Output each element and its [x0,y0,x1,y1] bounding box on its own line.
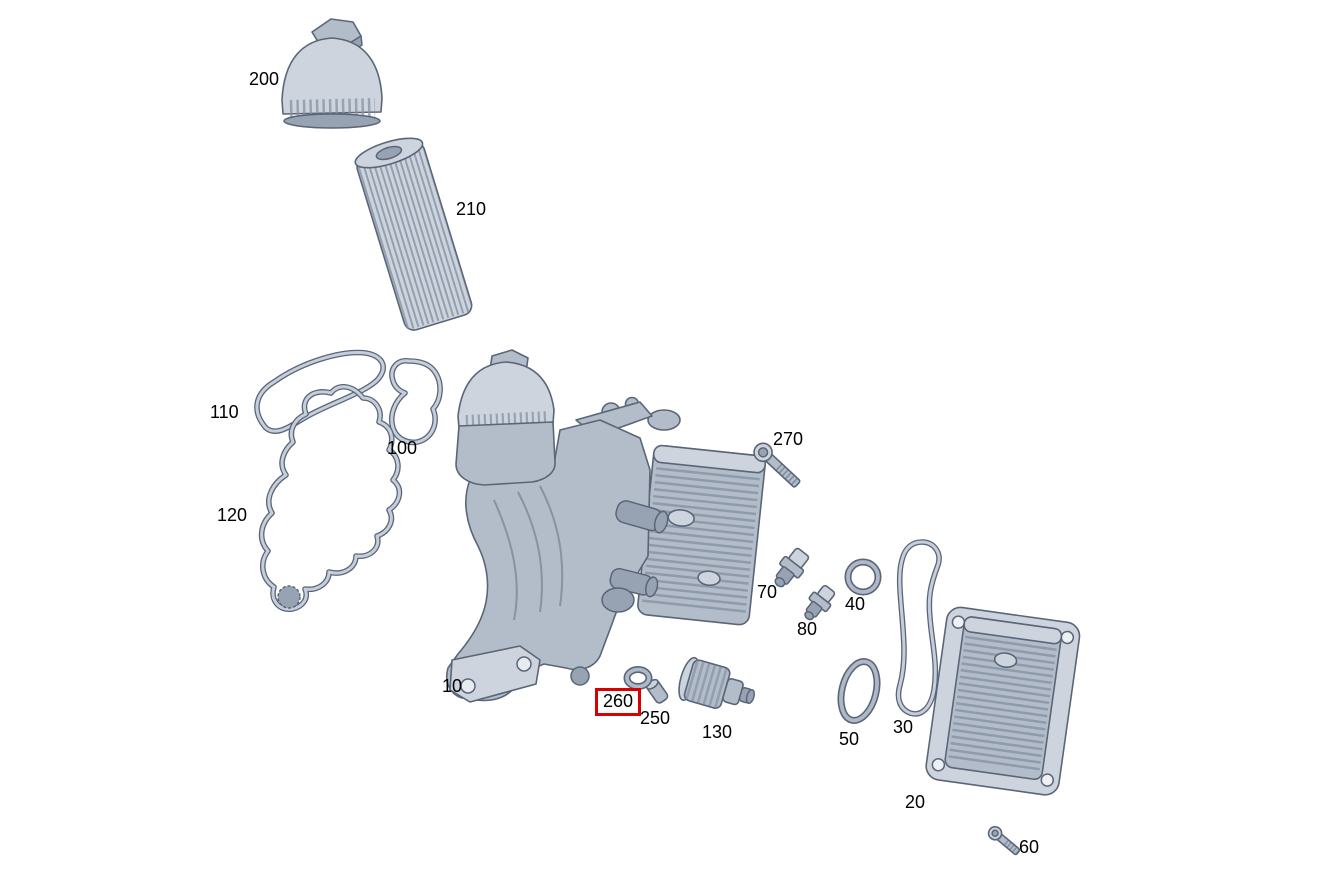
part-10-filter-housing[interactable] [446,349,767,703]
part-label-250[interactable]: 250 [640,708,671,728]
part-label-270[interactable]: 270 [773,429,804,449]
part-20-oil-cooler[interactable] [924,606,1081,797]
part-label-110[interactable]: 110 [210,402,239,422]
part-40-oring[interactable] [844,558,882,596]
part-100-seal[interactable] [388,357,443,446]
part-200-filter-cap[interactable] [281,18,383,129]
part-80-sensor[interactable] [798,582,838,625]
part-label-120[interactable]: 120 [217,505,248,525]
part-label-20[interactable]: 20 [905,792,926,812]
part-label-80[interactable]: 80 [797,619,818,639]
part-label-210[interactable]: 210 [456,199,487,219]
part-70-sensor[interactable] [768,545,813,593]
part-260-oring[interactable] [623,666,653,690]
part-label-50[interactable]: 50 [839,729,860,749]
part-270-bolt[interactable] [750,440,803,491]
part-210-filter-element[interactable] [352,132,474,332]
part-130-valve[interactable] [675,656,760,719]
part-label-100[interactable]: 100 [387,438,418,458]
part-50-oring[interactable] [835,658,883,724]
part-60-bolt[interactable] [986,824,1022,857]
part-label-40[interactable]: 40 [845,594,866,614]
part-250-plug[interactable] [645,678,669,705]
part-label-30[interactable]: 30 [893,717,914,737]
highlight-box-260: 260 [595,688,641,716]
part-label-200[interactable]: 200 [249,69,280,89]
part-120-gasket[interactable] [258,384,403,612]
part-label-260[interactable]: 260 [602,691,634,712]
part-30-gasket[interactable] [895,539,942,717]
part-label-60[interactable]: 60 [1019,837,1040,857]
part-label-10[interactable]: 10 [442,676,463,696]
part-label-70[interactable]: 70 [757,582,778,602]
part-label-130[interactable]: 130 [702,722,733,742]
